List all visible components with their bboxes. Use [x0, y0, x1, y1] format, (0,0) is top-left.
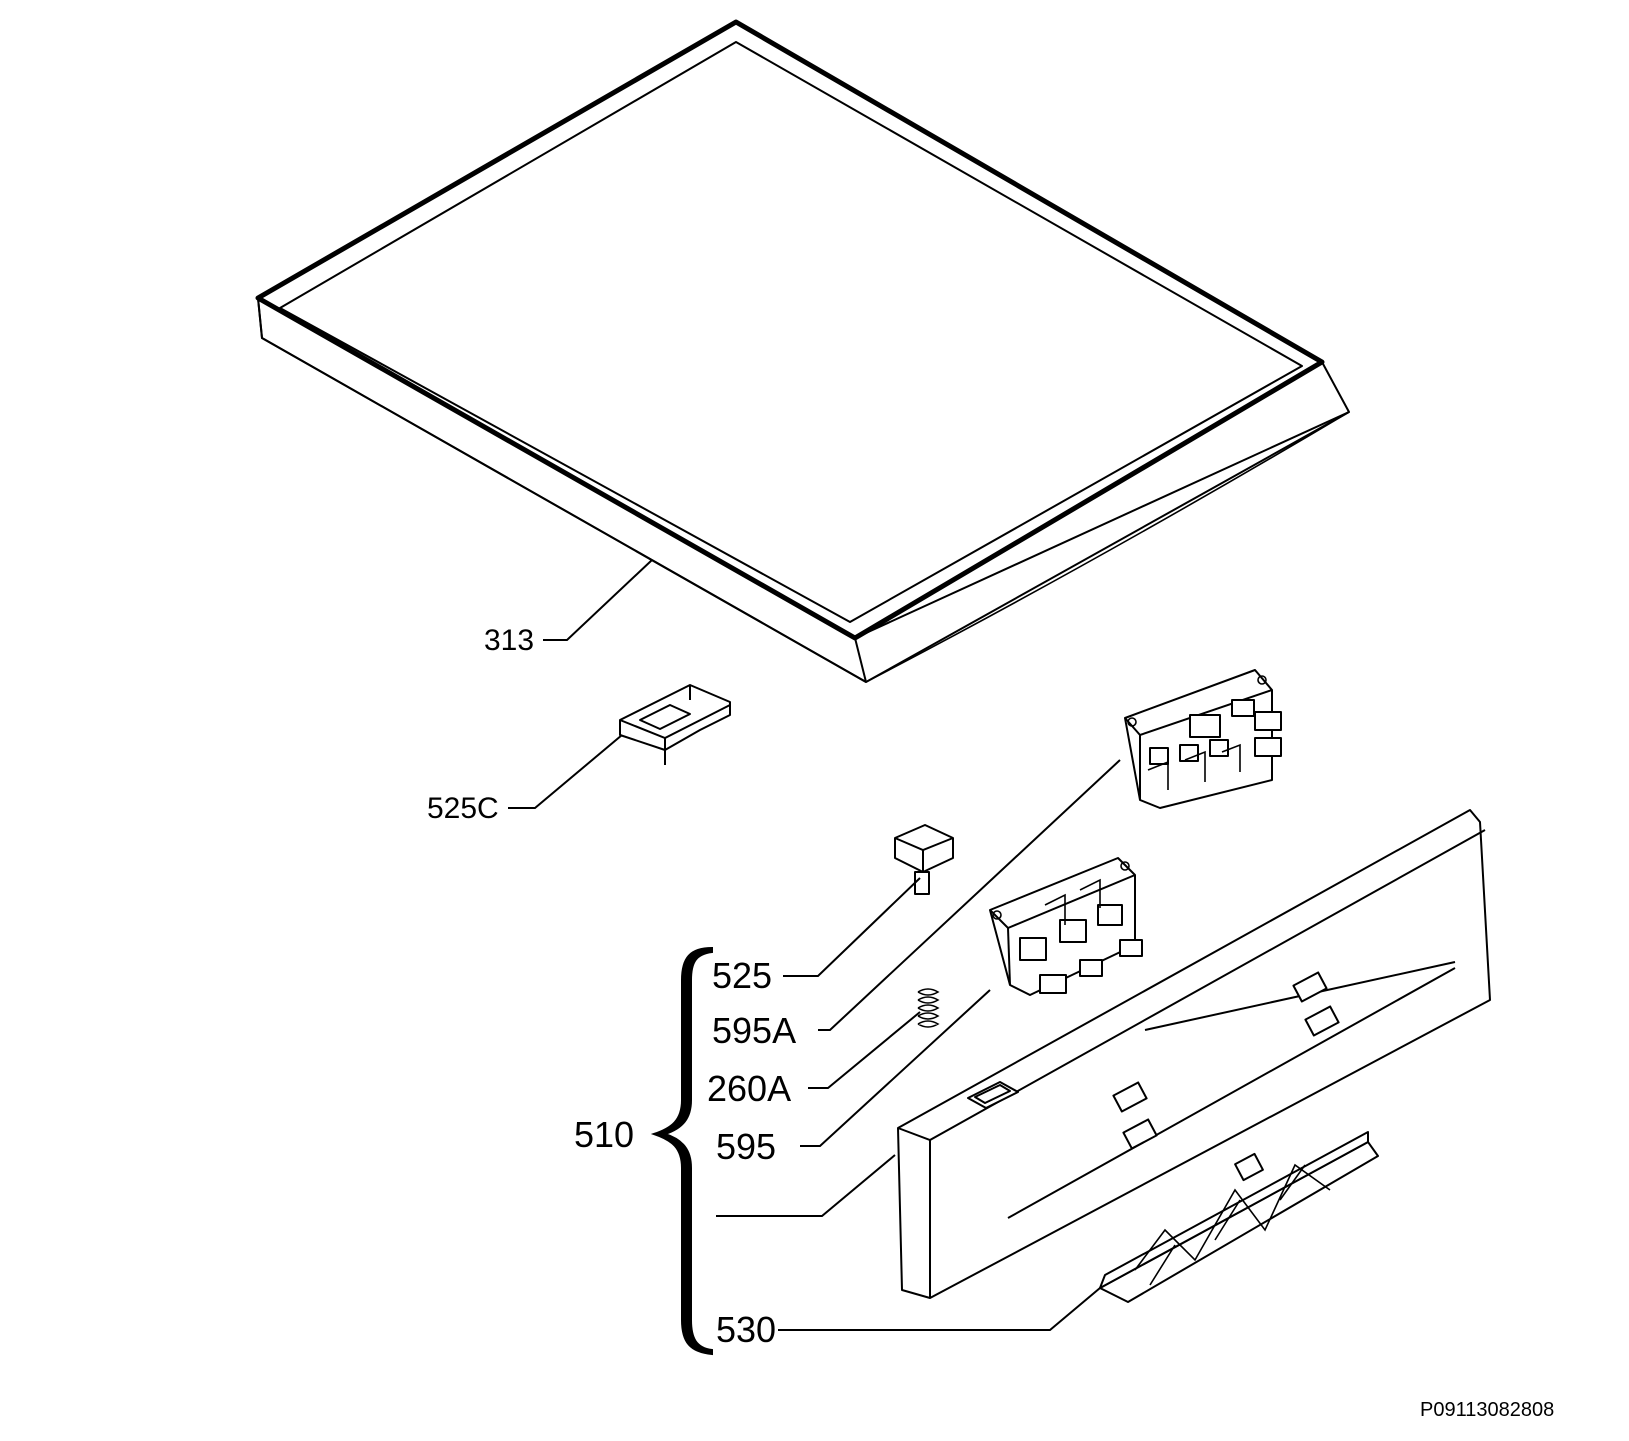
leader-lines — [508, 559, 1121, 1331]
label-313: 313 — [484, 624, 534, 657]
drawing-code: P09113082808 — [1420, 1399, 1554, 1421]
lid-part-313 — [255, 19, 1350, 683]
label-595: 595 — [716, 1126, 776, 1167]
bracket-part-525c — [619, 684, 731, 765]
spring-part-260a — [917, 988, 940, 1028]
label-530: 530 — [716, 1309, 776, 1350]
label-525c: 525C — [427, 792, 499, 825]
control-board-part-595a — [1124, 669, 1282, 809]
control-panel — [897, 809, 1491, 1299]
label-595a: 595A — [712, 1010, 796, 1051]
label-525: 525 — [712, 955, 772, 996]
label-510: 510 — [574, 1114, 634, 1155]
label-260a: 260A — [707, 1068, 791, 1109]
control-board-part-595 — [989, 857, 1143, 996]
handle-part-530 — [1099, 1131, 1379, 1303]
button-cap-part-525 — [894, 824, 954, 895]
assembly-brace — [650, 946, 713, 1356]
